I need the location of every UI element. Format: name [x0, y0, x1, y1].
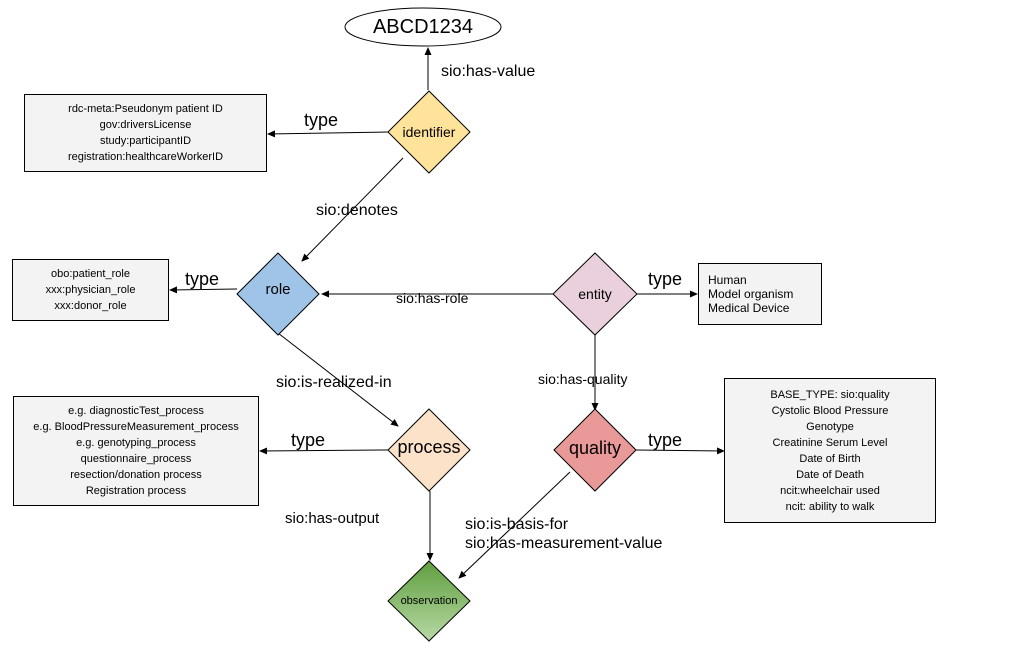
process-type-item: resection/donation process: [70, 469, 202, 481]
entity-type-item: Human: [708, 273, 747, 287]
quality-type-item: BASE_TYPE: sio:quality: [770, 388, 890, 401]
role-node-label: role: [265, 280, 291, 298]
quality-types-box: BASE_TYPE: sio:quality Cystolic Blood Pr…: [724, 378, 936, 523]
entity-type-label: type: [648, 269, 683, 289]
edge-role-type: [169, 286, 238, 294]
process-type-item: e.g. diagnosticTest_process: [68, 405, 204, 417]
denotes-label: sio:denotes: [316, 202, 398, 219]
quality-type-item: ncit:wheelchair used: [780, 484, 880, 497]
edge-is-realized-in: [277, 332, 399, 427]
role-types-box: obo:patient_role xxx:physician_role xxx:…: [12, 259, 169, 321]
is-basis-for-label: sio:is-basis-for: [465, 516, 569, 533]
edge-is-basis-for: [458, 471, 571, 579]
process-type-item: questionnaire_process: [80, 453, 192, 465]
entity-node-label: entity: [578, 286, 612, 302]
quality-type-label: type: [648, 430, 683, 450]
process-types-box: e.g. diagnosticTest_process e.g. BloodPr…: [13, 396, 259, 506]
edge-process-type: [259, 447, 389, 455]
observation-node-label: observation: [400, 595, 458, 607]
has-output-label: sio:has-output: [285, 510, 380, 527]
process-type-item: e.g. genotyping_process: [76, 437, 196, 449]
role-type-item: obo:patient_role: [51, 268, 130, 280]
process-type-item: e.g. BloodPressureMeasurement_process: [33, 421, 239, 433]
observation-node: [387, 560, 471, 642]
quality-type-item: Date of Birth: [799, 452, 861, 465]
has-value-label: sio:has-value: [441, 63, 536, 80]
process-type-item: Registration process: [85, 485, 187, 497]
has-quality-label: sio:has-quality: [538, 371, 628, 387]
quality-node: [553, 408, 637, 492]
process-node-label: process: [397, 436, 461, 457]
process-node: [387, 408, 471, 492]
identifier-type-label: type: [304, 110, 339, 130]
identifier-node-label: identifier: [402, 124, 456, 140]
role-node: [236, 252, 320, 336]
role-type-item: xxx:donor_role: [54, 300, 127, 312]
entity-node: [552, 252, 638, 336]
edge-identifier-type: [267, 130, 389, 138]
quality-type-item: Cystolic Blood Pressure: [771, 404, 889, 417]
identifier-node: [387, 90, 471, 174]
quality-type-item: Genotype: [806, 420, 854, 433]
identifier-type-item: study:participantID: [99, 135, 192, 147]
edge-quality-type: [635, 447, 725, 455]
role-type-item: xxx:physician_role: [45, 284, 136, 296]
entity-types-box: Human Model organism Medical Device: [698, 263, 822, 325]
identifier-type-item: rdc-meta:Pseudonym patient ID: [68, 103, 223, 115]
entity-type-item: Model organism: [708, 287, 794, 301]
has-role-label: sio:has-role: [396, 290, 469, 306]
edge-denotes: [301, 157, 404, 262]
quality-type-item: Date of Death: [796, 468, 864, 481]
identifier-type-item: gov:driversLicense: [99, 119, 192, 131]
identifier-types-box: rdc-meta:Pseudonym patient ID gov:driver…: [24, 94, 267, 172]
value-node-label: ABCD1234: [372, 15, 474, 38]
entity-type-item: Medical Device: [708, 301, 790, 315]
quality-node-label: quality: [568, 437, 622, 458]
is-realized-in-label: sio:is-realized-in: [276, 374, 392, 391]
quality-type-item: Creatinine Serum Level: [772, 436, 888, 449]
has-measurement-value-label: sio:has-measurement-value: [465, 535, 663, 552]
role-type-label: type: [185, 269, 220, 289]
identifier-type-item: registration:healthcareWorkerID: [67, 151, 224, 163]
quality-type-item: ncit: ability to walk: [785, 500, 875, 513]
value-node: [344, 7, 502, 47]
process-type-label: type: [291, 430, 326, 450]
